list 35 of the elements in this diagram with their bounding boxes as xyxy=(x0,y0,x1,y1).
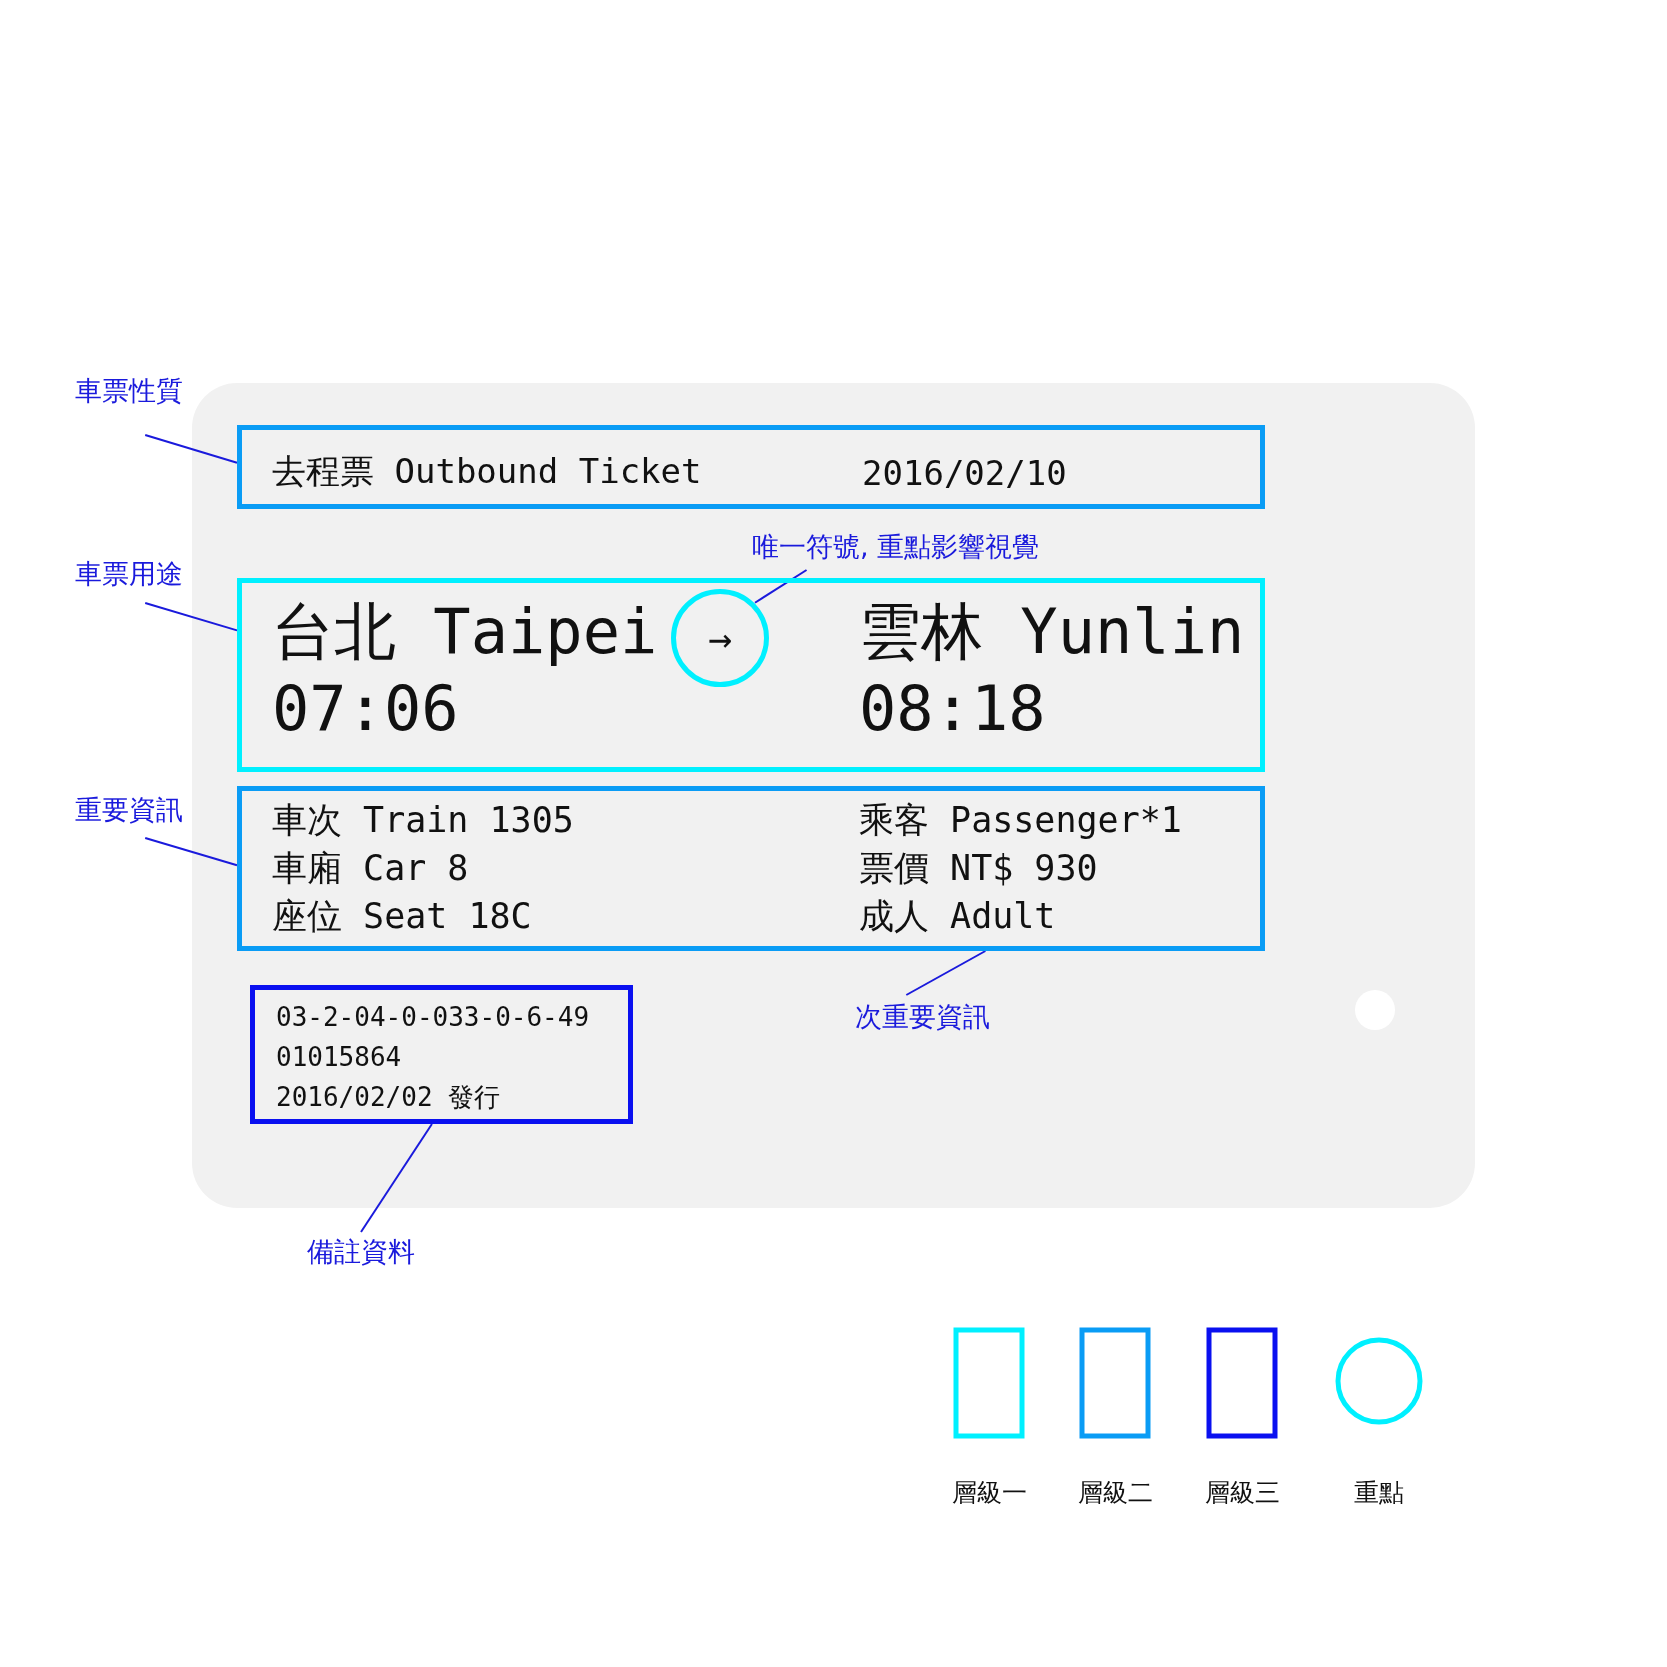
leader-line xyxy=(360,1123,433,1233)
callout-label: 備註資料 xyxy=(307,1238,415,1265)
ticket-text: 2016/02/02 發行 xyxy=(276,1084,501,1110)
arrow-symbol-circle: → xyxy=(671,589,769,687)
ticket-text: 乘客 Passenger*1 xyxy=(859,803,1182,838)
legend-label: 層級二 xyxy=(1076,1477,1154,1509)
ticket-text: 成人 Adult xyxy=(859,899,1056,934)
ticket-text: 03-2-04-0-033-0-6-49 xyxy=(276,1004,590,1030)
callout-label: 車票性質 xyxy=(75,377,183,404)
ticket-text: 08:18 xyxy=(859,678,1046,740)
trip-info-box xyxy=(237,786,1265,951)
callout-label: 重要資訊 xyxy=(75,796,183,823)
ticket-text: 2016/02/10 xyxy=(862,456,1067,490)
ticket-text: 車次 Train 1305 xyxy=(272,803,574,838)
callout-label: 次重要資訊 xyxy=(855,1003,990,1030)
ticket-text: 07:06 xyxy=(272,678,459,740)
ticket-type-box xyxy=(237,425,1265,509)
ticket-text: 票價 NT$ 930 xyxy=(859,851,1098,886)
ticket-text: 車廂 Car 8 xyxy=(272,851,469,886)
legend-label: 層級三 xyxy=(1203,1477,1281,1509)
ticket-text: 去程票 Outbound Ticket xyxy=(272,454,702,488)
ticket-text: 雲林 Yunlin xyxy=(859,601,1245,663)
ticket-text: 座位 Seat 18C xyxy=(272,899,532,934)
callout-label: 車票用途 xyxy=(75,560,183,587)
leader-line xyxy=(905,950,987,996)
leader-line xyxy=(754,569,808,604)
route-box xyxy=(237,578,1265,772)
legend-label: 層級一 xyxy=(950,1477,1028,1509)
callout-label: 唯一符號, 重點影響視覺 xyxy=(752,533,1040,560)
ticket-code-box xyxy=(250,985,633,1124)
leader-line xyxy=(144,837,238,867)
ticket-text: 01015864 xyxy=(276,1044,402,1070)
leader-line xyxy=(144,434,238,464)
legend-label: 重點 xyxy=(1353,1477,1405,1509)
leader-line xyxy=(144,602,238,632)
